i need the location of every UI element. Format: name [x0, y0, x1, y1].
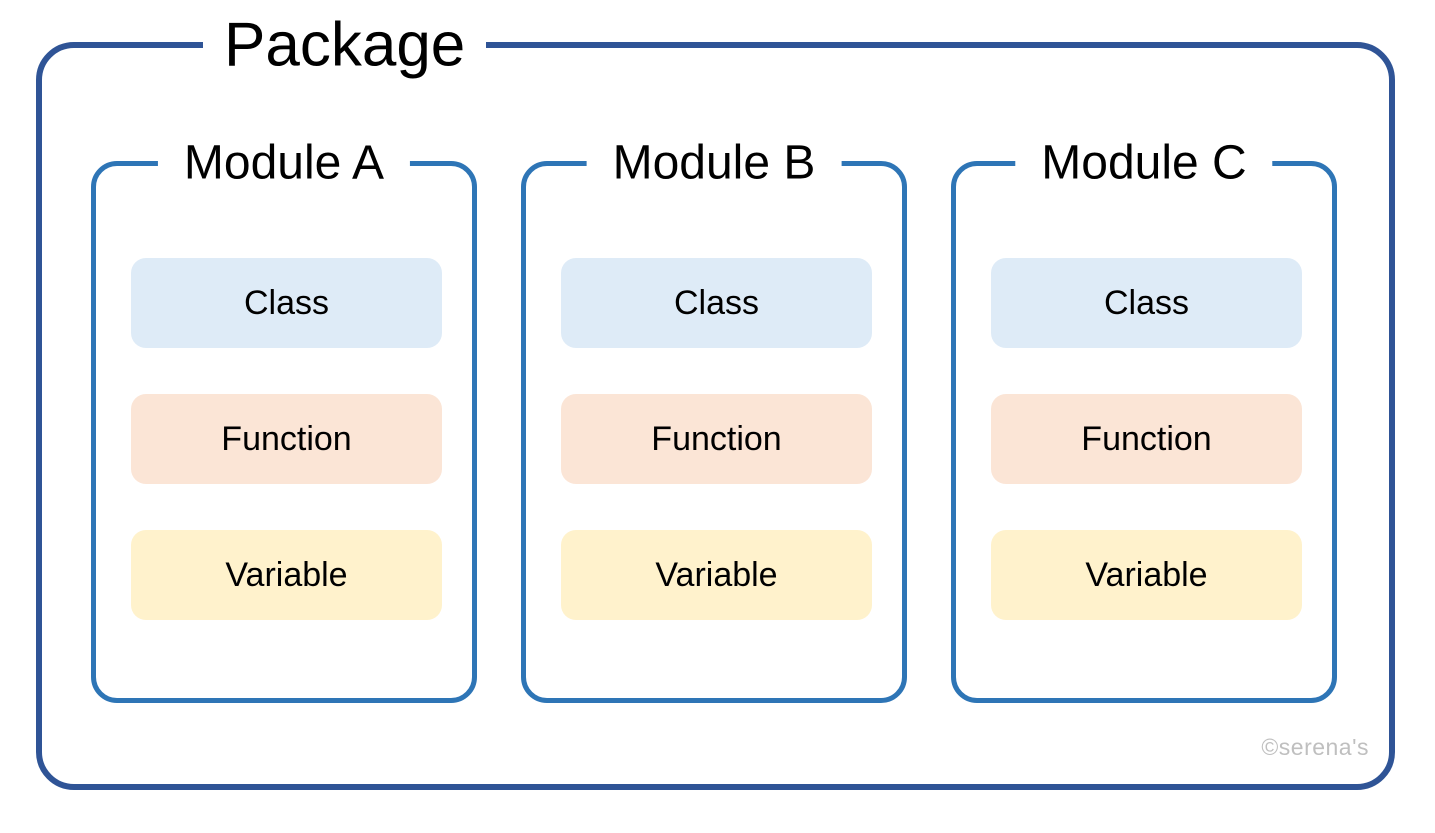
module-c-title: Module C	[1015, 135, 1273, 191]
module-b-class-box: Class	[561, 258, 872, 348]
module-c-class-box: Class	[991, 258, 1302, 348]
watermark-credit: ©serena's	[1261, 734, 1369, 760]
module-a-title: Module A	[157, 135, 411, 191]
package-title: Package	[203, 9, 487, 81]
package-container	[36, 42, 1395, 790]
module-b-container: Module B Class Function Variable	[521, 135, 907, 703]
module-a-container: Module A Class Function Variable	[91, 135, 477, 703]
module-a-function-box: Function	[131, 394, 442, 484]
module-c-function-box: Function	[991, 394, 1302, 484]
module-c-variable-box: Variable	[991, 530, 1302, 620]
module-b-function-box: Function	[561, 394, 872, 484]
module-c-container: Module C Class Function Variable	[951, 135, 1337, 703]
module-a-variable-box: Variable	[131, 530, 442, 620]
module-b-variable-box: Variable	[561, 530, 872, 620]
module-b-title: Module B	[586, 135, 842, 191]
module-a-class-box: Class	[131, 258, 442, 348]
